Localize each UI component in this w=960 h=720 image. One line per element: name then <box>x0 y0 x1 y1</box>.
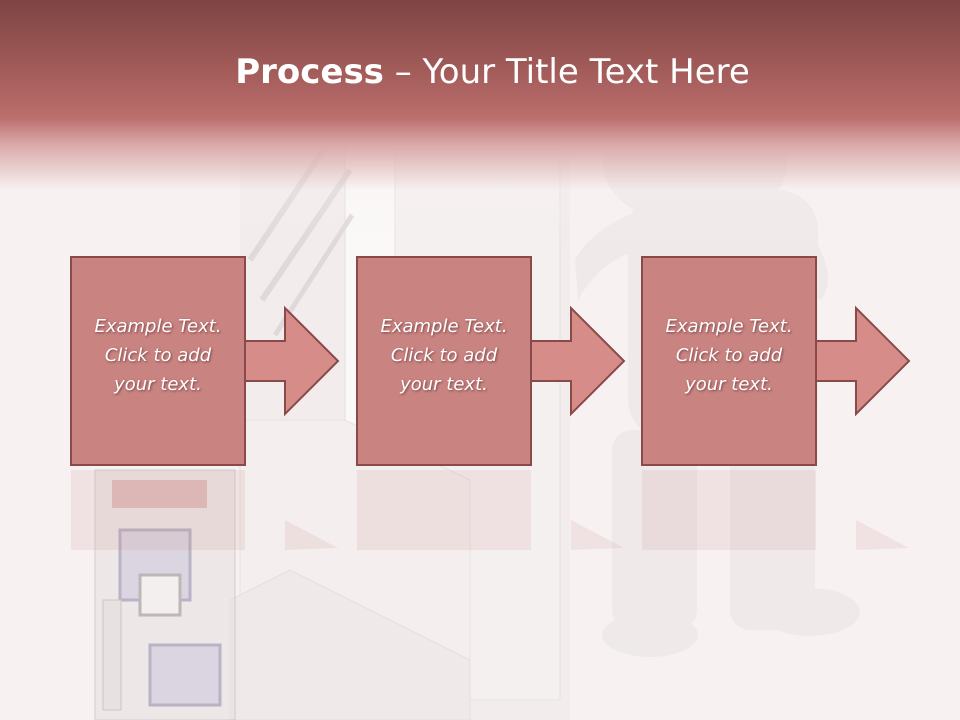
title-rest: – Your Title Text Here <box>383 52 750 92</box>
title-bold: Process <box>235 52 384 92</box>
step-shape <box>70 256 340 466</box>
step-box <box>356 256 532 466</box>
step-reflection <box>357 470 624 550</box>
step-reflection <box>642 470 909 550</box>
step-shape <box>356 256 626 466</box>
step-box <box>641 256 817 466</box>
step-text-line3: your text. <box>400 374 488 395</box>
step-text-line3: your text. <box>114 374 202 395</box>
step-text-line2: Click to add <box>104 345 212 366</box>
step-arrow <box>530 305 626 417</box>
step-text-line2: Click to add <box>675 345 783 366</box>
step-text[interactable]: Example Text. Click to add your text. <box>641 312 817 399</box>
step-text-line2: Click to add <box>390 345 498 366</box>
slide-title[interactable]: Process – Your Title Text Here <box>0 52 960 92</box>
process-step-1[interactable]: Example Text. Click to add your text. <box>70 256 340 468</box>
step-arrow <box>815 305 911 417</box>
process-step-2[interactable]: Example Text. Click to add your text. <box>356 256 626 468</box>
step-box <box>70 256 246 466</box>
step-text-line1: Example Text. <box>665 316 793 337</box>
step-shape <box>641 256 911 466</box>
process-step-3[interactable]: Example Text. Click to add your text. <box>641 256 911 468</box>
step-text[interactable]: Example Text. Click to add your text. <box>70 312 246 399</box>
step-text-line1: Example Text. <box>94 316 222 337</box>
step-text-line1: Example Text. <box>380 316 508 337</box>
step-text-line3: your text. <box>685 374 773 395</box>
title-banner <box>0 0 960 190</box>
step-arrow <box>244 305 340 417</box>
step-text[interactable]: Example Text. Click to add your text. <box>356 312 532 399</box>
step-reflection <box>71 470 338 550</box>
